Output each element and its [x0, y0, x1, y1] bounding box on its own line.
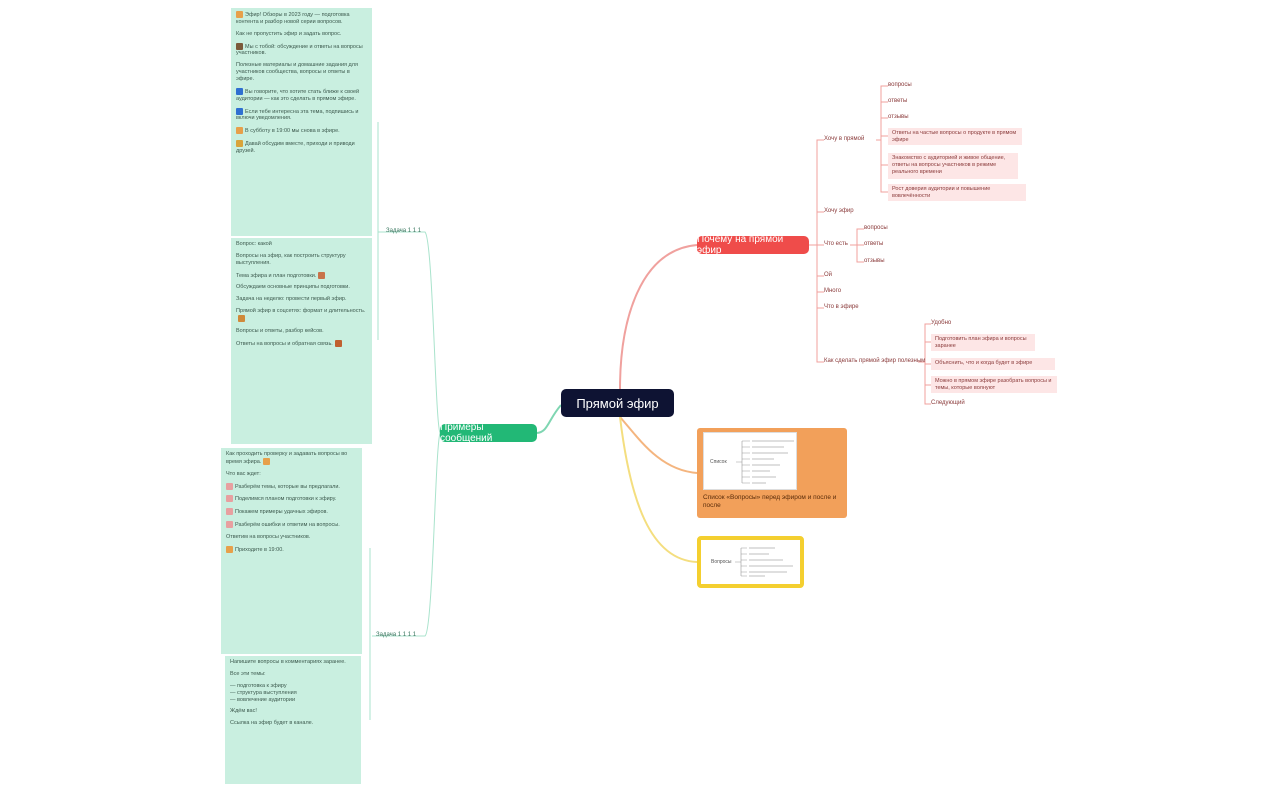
star-icon — [236, 140, 243, 148]
info-icon — [236, 87, 243, 95]
fire-icon — [236, 11, 243, 18]
red-sub-b[interactable]: Хочу эфир — [824, 208, 854, 214]
card4-line: — подготовка к эфиру — [230, 682, 287, 689]
connector-green-sub2 — [372, 432, 441, 637]
red-c-item[interactable]: ответы — [864, 241, 884, 247]
card4-line: — структура выступления — [230, 689, 297, 696]
card4-line: Ждём вас! — [230, 708, 257, 715]
red-g-box[interactable]: Подготовить план эфира и вопросы заранее — [931, 334, 1035, 351]
thumbnail-lines — [735, 547, 793, 577]
card3-line: Покажем примеры удачных эфиров. — [235, 509, 328, 516]
card3-line: Разберём ошибки и ответим на вопросы. — [235, 522, 340, 529]
central-topic[interactable]: Прямой эфир — [561, 389, 674, 417]
red-g-box[interactable]: Можно в прямом эфире разобрать вопросы и… — [931, 376, 1057, 393]
check-icon — [226, 482, 233, 490]
gift-icon — [318, 271, 326, 279]
thumbnail-label: Вопросы — [711, 559, 732, 565]
branch-questions[interactable]: Вопросы — [697, 536, 804, 588]
smile-icon — [263, 457, 271, 465]
card2-line: Прямой эфир в соцсетях: формат и длитель… — [236, 308, 366, 315]
branch-why-live[interactable]: Почему на прямой эфир — [697, 234, 809, 256]
card4-line: Ссылка на эфир будет в канале. — [230, 720, 314, 727]
card4-line: — вовлечение аудитории — [230, 696, 296, 703]
card3-line: Разберём темы, которые вы предлагали. — [235, 483, 340, 490]
branch-examples-label: Примеры сообщений — [440, 422, 493, 444]
note-card-4[interactable]: Напишите вопросы в комментариях заранее.… — [225, 656, 361, 784]
thumbnail-lines — [736, 440, 794, 484]
check-icon — [226, 495, 233, 503]
card4-line: Напишите вопросы в комментариях заранее. — [230, 659, 346, 665]
green-sub2-label[interactable]: Задача 1 1 1 1 — [376, 632, 417, 638]
card2-line: Вопросы на эфир, как построить структуру… — [236, 252, 346, 266]
card4-line: Все эти темы: — [230, 670, 266, 677]
red-c-item[interactable]: вопросы — [864, 225, 888, 231]
card3-line: Приходите в 19:00. — [235, 546, 284, 553]
card2-line: Тема эфира и план подготовки. — [236, 272, 317, 279]
central-topic-label: Прямой эфир — [576, 395, 659, 411]
branch-questions-list[interactable]: Список Список «Вопросы» перед эфиром и п… — [697, 428, 847, 518]
red-sub-d[interactable]: Ой — [824, 272, 833, 278]
note-card-3[interactable]: Как проходить проверку и задавать вопрос… — [221, 448, 362, 654]
connector-green — [536, 404, 562, 434]
card1-line: Вы говорите, что хотите стать ближе к св… — [236, 88, 360, 102]
red-sub-g[interactable]: Как сделать прямой эфир полезным — [824, 358, 926, 364]
branch-why-live-label: Почему на прямой эфир — [697, 234, 784, 256]
card1-line: Полезные материалы и домашние задания дл… — [236, 62, 358, 83]
red-sub-a[interactable]: Хочу в прямой — [824, 136, 865, 142]
card3-line: Что вас ждет: — [226, 470, 261, 477]
check-icon — [226, 521, 233, 529]
red-a-item[interactable]: отзывы — [888, 114, 909, 120]
red-g-item[interactable]: Следующий — [931, 400, 965, 406]
red-c-item[interactable]: отзывы — [864, 258, 885, 264]
red-sub-e[interactable]: Много — [824, 288, 842, 294]
card1-line: Эфир! Обзоры в 2023 году — подготовка ко… — [236, 11, 350, 25]
red-sub-c[interactable]: Что есть — [824, 241, 848, 247]
embedded-map-thumbnail[interactable]: Список — [703, 432, 797, 490]
connector-red — [619, 244, 698, 390]
connector-green-sub1 — [378, 231, 441, 434]
orange-caption: Список «Вопросы» перед эфиром и после и … — [703, 494, 837, 510]
card3-line: Как проходить проверку и задавать вопрос… — [226, 451, 348, 465]
red-g-box[interactable]: Объяснить, что и когда будет в эфире — [931, 358, 1055, 370]
card2-line: Ответы на вопросы и обратная связь. — [236, 340, 333, 347]
check-icon — [226, 508, 233, 516]
info-icon — [236, 107, 243, 115]
card2-line: Вопросы и ответы, разбор кейсов. — [236, 327, 324, 334]
card1-line: Давай обсудим вместе, приходи и приводи … — [236, 141, 355, 154]
gift-icon — [238, 315, 245, 323]
red-sub-f[interactable]: Что в эфире — [824, 304, 859, 310]
thumbnail-label: Список — [710, 459, 727, 465]
green-sub1-label[interactable]: Задача 1 1 1 — [386, 228, 422, 234]
pin-icon — [236, 42, 243, 50]
note-card-2[interactable]: Вопрос: какой Вопросы на эфир, как постр… — [231, 238, 372, 444]
red-a-item[interactable]: ответы — [888, 98, 908, 104]
card2-line: Обсуждаем основные принципы подготовки. — [236, 284, 350, 291]
heart-icon — [334, 339, 342, 347]
card3-line: Ответим на вопросы участников. — [226, 533, 311, 540]
card2-line: Вопрос: какой — [236, 241, 272, 247]
card2-line: Задача на неделю: провести первый эфир. — [236, 296, 347, 303]
calendar-icon — [236, 127, 243, 135]
card1-line: Если тебе интересна эта тема, подпишись … — [236, 108, 359, 122]
embedded-map-thumbnail[interactable]: Вопросы — [705, 544, 796, 580]
connector-yellow — [619, 416, 698, 563]
red-g-item[interactable]: Удобно — [931, 320, 952, 326]
smile-icon — [226, 545, 233, 553]
red-a-item[interactable]: вопросы — [888, 82, 912, 88]
connector-orange — [619, 416, 698, 474]
red-a-box[interactable]: Рост доверия аудитории и повышение вовле… — [888, 184, 1026, 201]
card1-line: Мы с тобой: обсуждение и ответы на вопро… — [236, 43, 363, 57]
red-a-box[interactable]: Ответы на частые вопросы о продукте в пр… — [888, 128, 1022, 145]
red-a-box[interactable]: Знакомство с аудиторией и живое общение,… — [888, 153, 1018, 179]
card1-line: Как не пропустить эфир и задать вопрос. — [236, 30, 342, 37]
note-card-1[interactable]: Эфир! Обзоры в 2023 году — подготовка ко… — [231, 8, 372, 236]
card1-line: В субботу в 19:00 мы снова в эфире. — [245, 128, 340, 135]
branch-examples[interactable]: Примеры сообщений — [440, 422, 537, 444]
card3-line: Поделимся планом подготовки к эфиру. — [235, 496, 337, 503]
